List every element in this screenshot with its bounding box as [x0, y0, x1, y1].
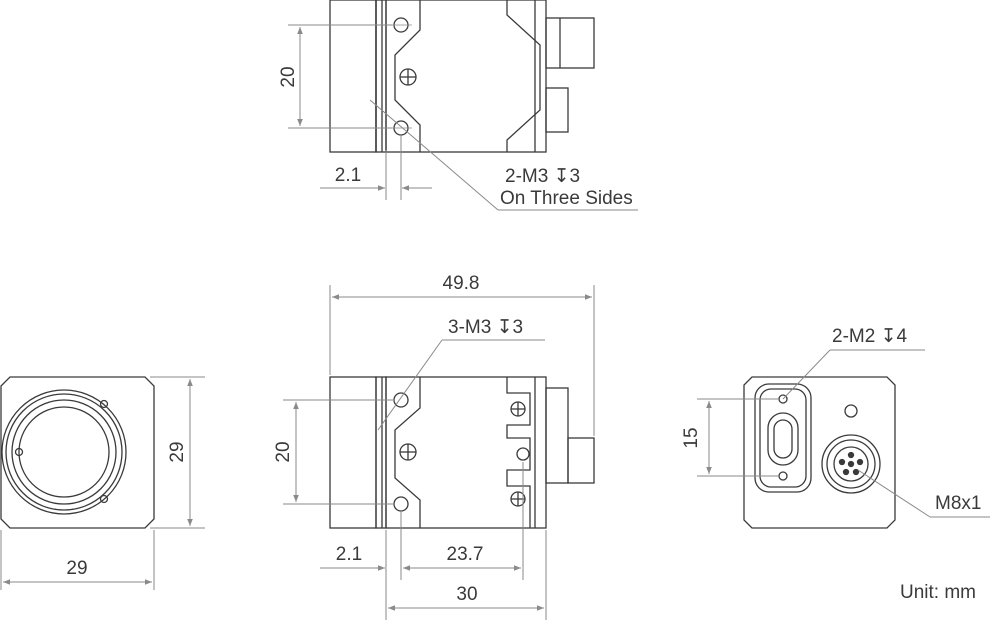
- rear-indicator-hole: [844, 404, 858, 418]
- top-lens-barrel: [329, 0, 377, 153]
- rear-hole-note: 2-M2 ↧4: [832, 326, 907, 347]
- lens-mount-outer: [1, 389, 127, 515]
- front-view: [0, 376, 155, 529]
- usb-c-port: [767, 412, 799, 466]
- usb-port-bezel: [754, 383, 812, 493]
- rear-screw-hole-1: [778, 394, 788, 404]
- front-dim-width: 29: [66, 558, 87, 579]
- front-mount-screw-3: [99, 494, 109, 504]
- side-dim-hole-spacing: 23.7: [447, 544, 484, 565]
- front-housing: [0, 376, 155, 529]
- side-dim-body: 30: [456, 584, 477, 605]
- connector-label: M8x1: [935, 493, 981, 514]
- top-dim-offset: 2.1: [335, 165, 361, 186]
- front-view-dimensions: [0, 376, 205, 590]
- side-view: [329, 376, 595, 529]
- top-view: [329, 0, 595, 153]
- side-dim-offset: 2.1: [336, 544, 362, 565]
- side-dim-height: 20: [273, 441, 294, 462]
- top-hole-note-line2: On Three Sides: [500, 188, 633, 209]
- unit-label: Unit: mm: [900, 582, 976, 603]
- front-mount-screw-2: [14, 447, 24, 457]
- front-dim-height: 29: [167, 441, 188, 462]
- side-view-dimensions: [283, 285, 595, 620]
- top-connector-lower: [545, 87, 569, 133]
- rear-housing: [743, 376, 896, 529]
- side-screw-hole-2: [393, 496, 409, 512]
- rear-dim-height: 15: [681, 427, 702, 448]
- m8-connector: [821, 434, 881, 494]
- side-screw-hole-3: [516, 447, 530, 461]
- side-hole-note: 3-M3 ↧3: [448, 317, 523, 338]
- side-connector: [545, 387, 569, 484]
- front-mount-screw-1: [99, 399, 109, 409]
- lens-mount-inner: [18, 406, 110, 498]
- top-view-dimensions: [288, 24, 638, 211]
- top-hole-note-line1: 2-M3 ↧3: [505, 166, 580, 187]
- top-body: [385, 0, 547, 153]
- rear-screw-hole-2: [778, 471, 788, 481]
- top-dim-height: 20: [278, 66, 299, 87]
- rear-view: [743, 376, 896, 529]
- side-dim-length: 49.8: [443, 273, 480, 294]
- rear-view-dimensions: [697, 349, 990, 518]
- top-connector-upper: [545, 17, 595, 69]
